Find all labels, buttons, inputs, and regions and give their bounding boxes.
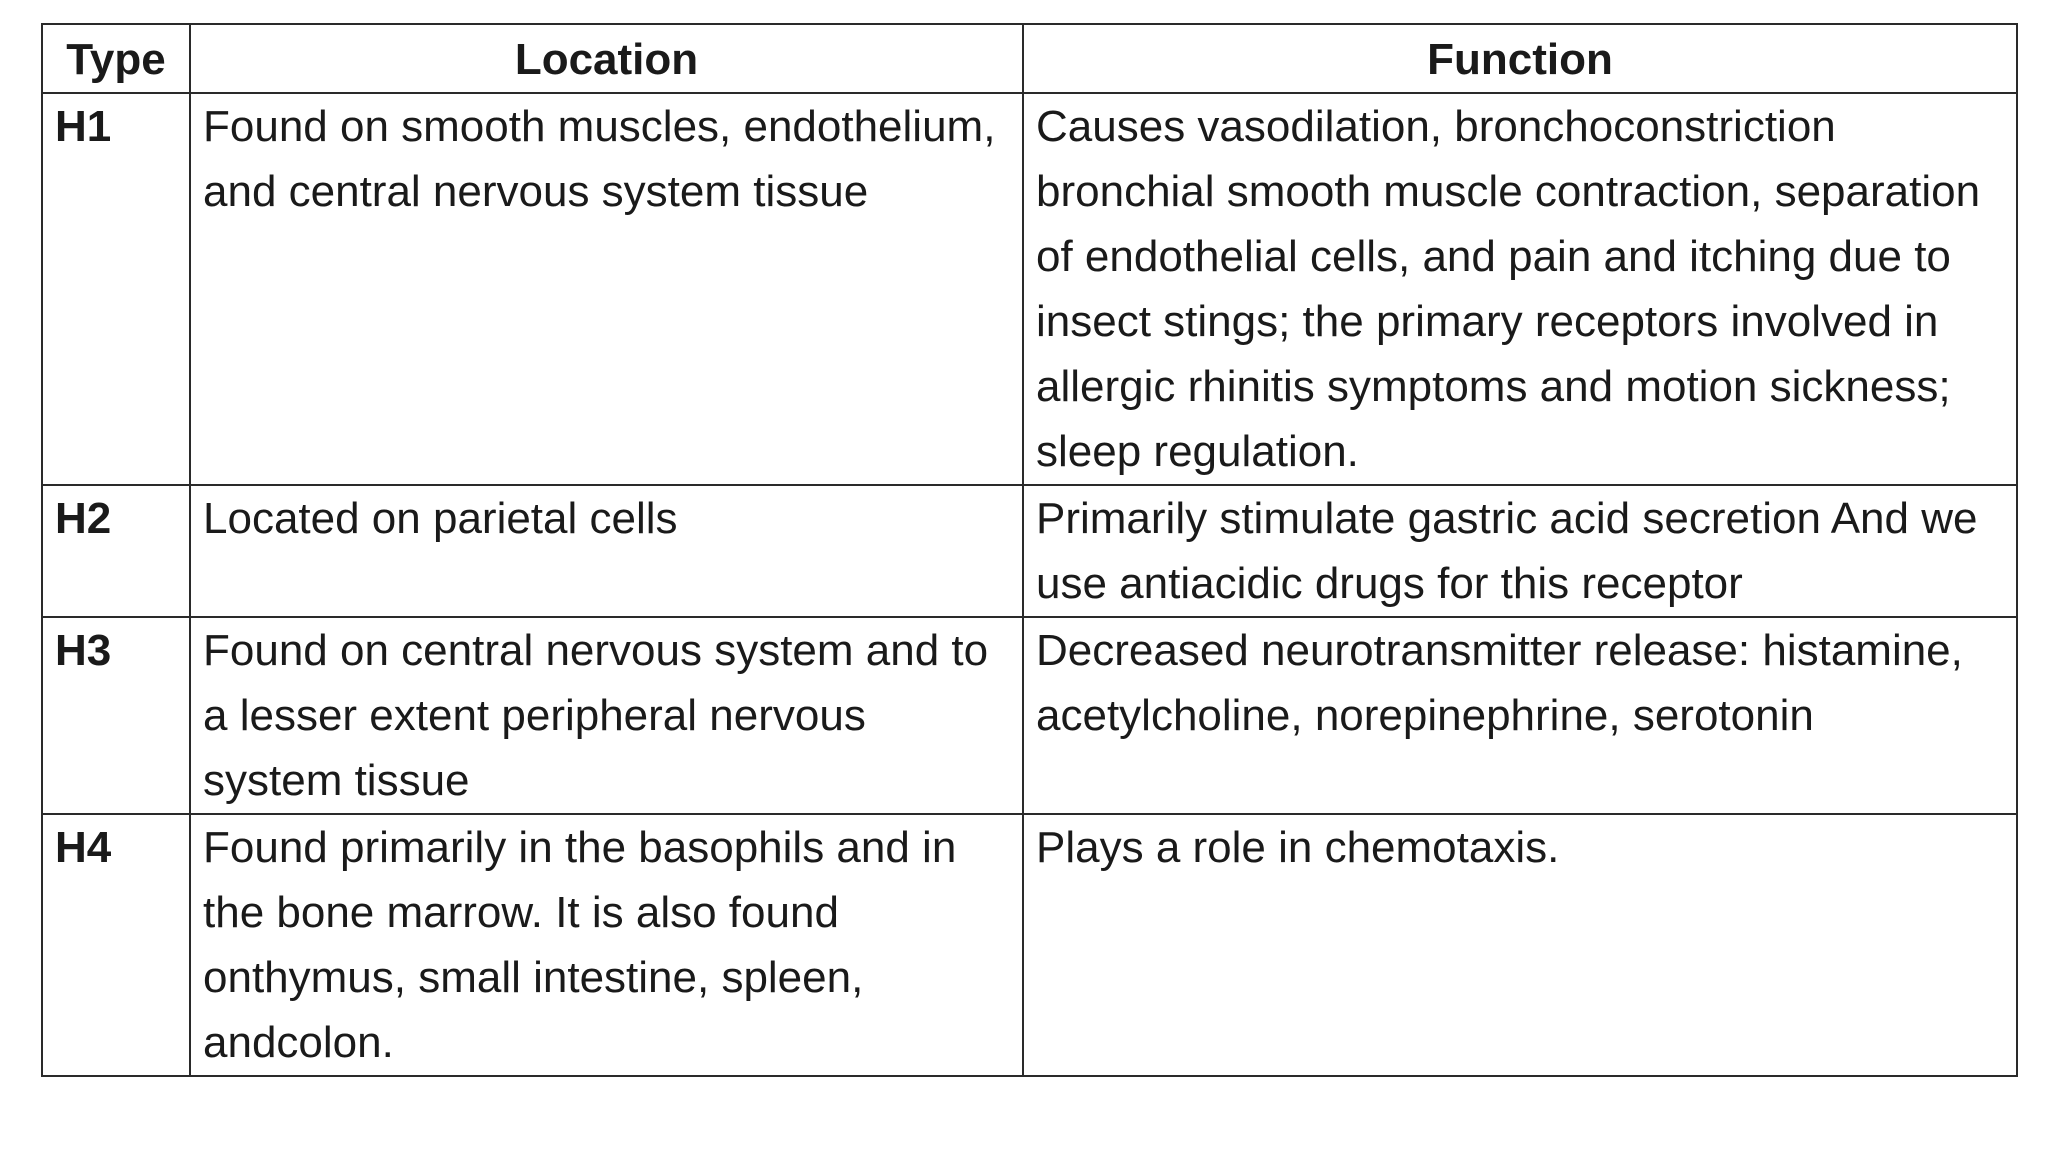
row-function-cell: Causes vasodilation, bronchoconstriction… — [1022, 92, 2018, 486]
header-location: Location — [189, 23, 1024, 94]
table-header-row: Type Location Function — [41, 23, 2018, 94]
table-row: H2 Located on parietal cells Primarily s… — [41, 484, 2018, 618]
row-location-cell: Found on central nervous system and to a… — [189, 616, 1024, 815]
table-row: H3 Found on central nervous system and t… — [41, 616, 2018, 815]
row-type-cell: H4 — [41, 813, 191, 1077]
histamine-receptor-table: Type Location Function H1 Found on smoot… — [41, 23, 2018, 1077]
row-function-cell: Primarily stimulate gastric acid secreti… — [1022, 484, 2018, 618]
header-function: Function — [1022, 23, 2018, 94]
table-row: H4 Found primarily in the basophils and … — [41, 813, 2018, 1077]
row-type-cell: H2 — [41, 484, 191, 618]
row-function-cell: Decreased neurotransmitter release: hist… — [1022, 616, 2018, 815]
header-type: Type — [41, 23, 191, 94]
row-location-cell: Found primarily in the basophils and in … — [189, 813, 1024, 1077]
row-location-cell: Located on parietal cells — [189, 484, 1024, 618]
histamine-receptor-table-container: Type Location Function H1 Found on smoot… — [41, 23, 2018, 1077]
row-type-cell: H1 — [41, 92, 191, 486]
row-function-cell: Plays a role in chemotaxis. — [1022, 813, 2018, 1077]
row-location-cell: Found on smooth muscles, endothelium, an… — [189, 92, 1024, 486]
table-row: H1 Found on smooth muscles, endothelium,… — [41, 92, 2018, 486]
row-type-cell: H3 — [41, 616, 191, 815]
